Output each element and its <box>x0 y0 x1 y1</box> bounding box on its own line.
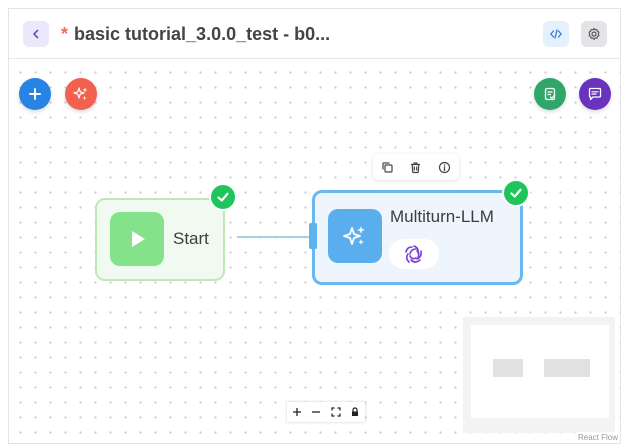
start-node-label: Start <box>173 229 209 248</box>
flow-edge[interactable] <box>237 236 313 238</box>
llm-node-success-badge <box>502 179 530 207</box>
react-flow-attribution[interactable]: React Flow <box>575 432 620 443</box>
minimap-node <box>493 359 523 377</box>
header-bar: *basic tutorial_3.0.0_test - b0... <box>9 9 620 59</box>
zoom-out-button[interactable] <box>307 403 325 421</box>
llm-node-icon <box>328 209 382 263</box>
minimap[interactable] <box>463 317 615 433</box>
llm-node-label: Multiturn-LLM <box>390 207 494 226</box>
chevron-left-icon <box>33 29 39 39</box>
gear-icon <box>588 27 600 40</box>
flow-canvas[interactable]: Start Multiturn-LLM <box>9 59 620 443</box>
delete-node-button[interactable] <box>406 157 426 177</box>
sparkles-icon <box>73 87 88 100</box>
chat-bubble-icon <box>588 87 602 101</box>
lock-button[interactable] <box>346 403 364 421</box>
checkmark-icon <box>510 188 522 198</box>
copy-icon <box>382 161 393 173</box>
node-info-button[interactable] <box>435 157 455 177</box>
info-icon <box>439 161 451 173</box>
back-button[interactable] <box>23 21 49 47</box>
plus-icon <box>292 408 301 416</box>
unsaved-marker: * <box>61 24 69 44</box>
trash-icon <box>411 161 421 173</box>
start-node[interactable]: Start <box>95 198 225 281</box>
node-toolbar <box>373 154 459 180</box>
workflow-editor: *basic tutorial_3.0.0_test - b0... <box>8 8 621 444</box>
clipboard-check-icon <box>544 87 556 101</box>
minimap-node <box>544 359 590 377</box>
fit-view-button[interactable] <box>327 403 345 421</box>
minus-icon <box>312 411 321 413</box>
fit-view-icon <box>331 407 341 417</box>
openai-swirl-icon <box>405 245 422 263</box>
plus-icon <box>29 88 41 100</box>
start-node-success-badge <box>209 183 237 211</box>
add-node-button[interactable] <box>19 78 51 110</box>
llm-node-input-handle[interactable] <box>309 223 317 249</box>
sparkles-icon <box>343 226 365 245</box>
code-brackets-icon <box>550 29 562 39</box>
start-node-icon <box>110 212 164 266</box>
code-view-button[interactable] <box>543 21 569 47</box>
workflow-title: basic tutorial_3.0.0_test - b0... <box>74 24 331 44</box>
validate-button[interactable] <box>534 78 566 110</box>
lock-icon <box>352 407 359 416</box>
canvas-controls <box>287 402 365 422</box>
checkmark-icon <box>217 192 229 202</box>
copy-node-button[interactable] <box>377 157 397 177</box>
llm-node[interactable]: Multiturn-LLM <box>312 190 523 285</box>
minimap-viewport <box>471 325 609 418</box>
chat-button[interactable] <box>579 78 611 110</box>
zoom-in-button[interactable] <box>288 403 306 421</box>
model-badge <box>389 239 439 269</box>
ai-assist-button[interactable] <box>65 78 97 110</box>
settings-button[interactable] <box>581 21 607 47</box>
page-title: *basic tutorial_3.0.0_test - b0... <box>61 21 330 47</box>
play-icon <box>132 231 145 247</box>
